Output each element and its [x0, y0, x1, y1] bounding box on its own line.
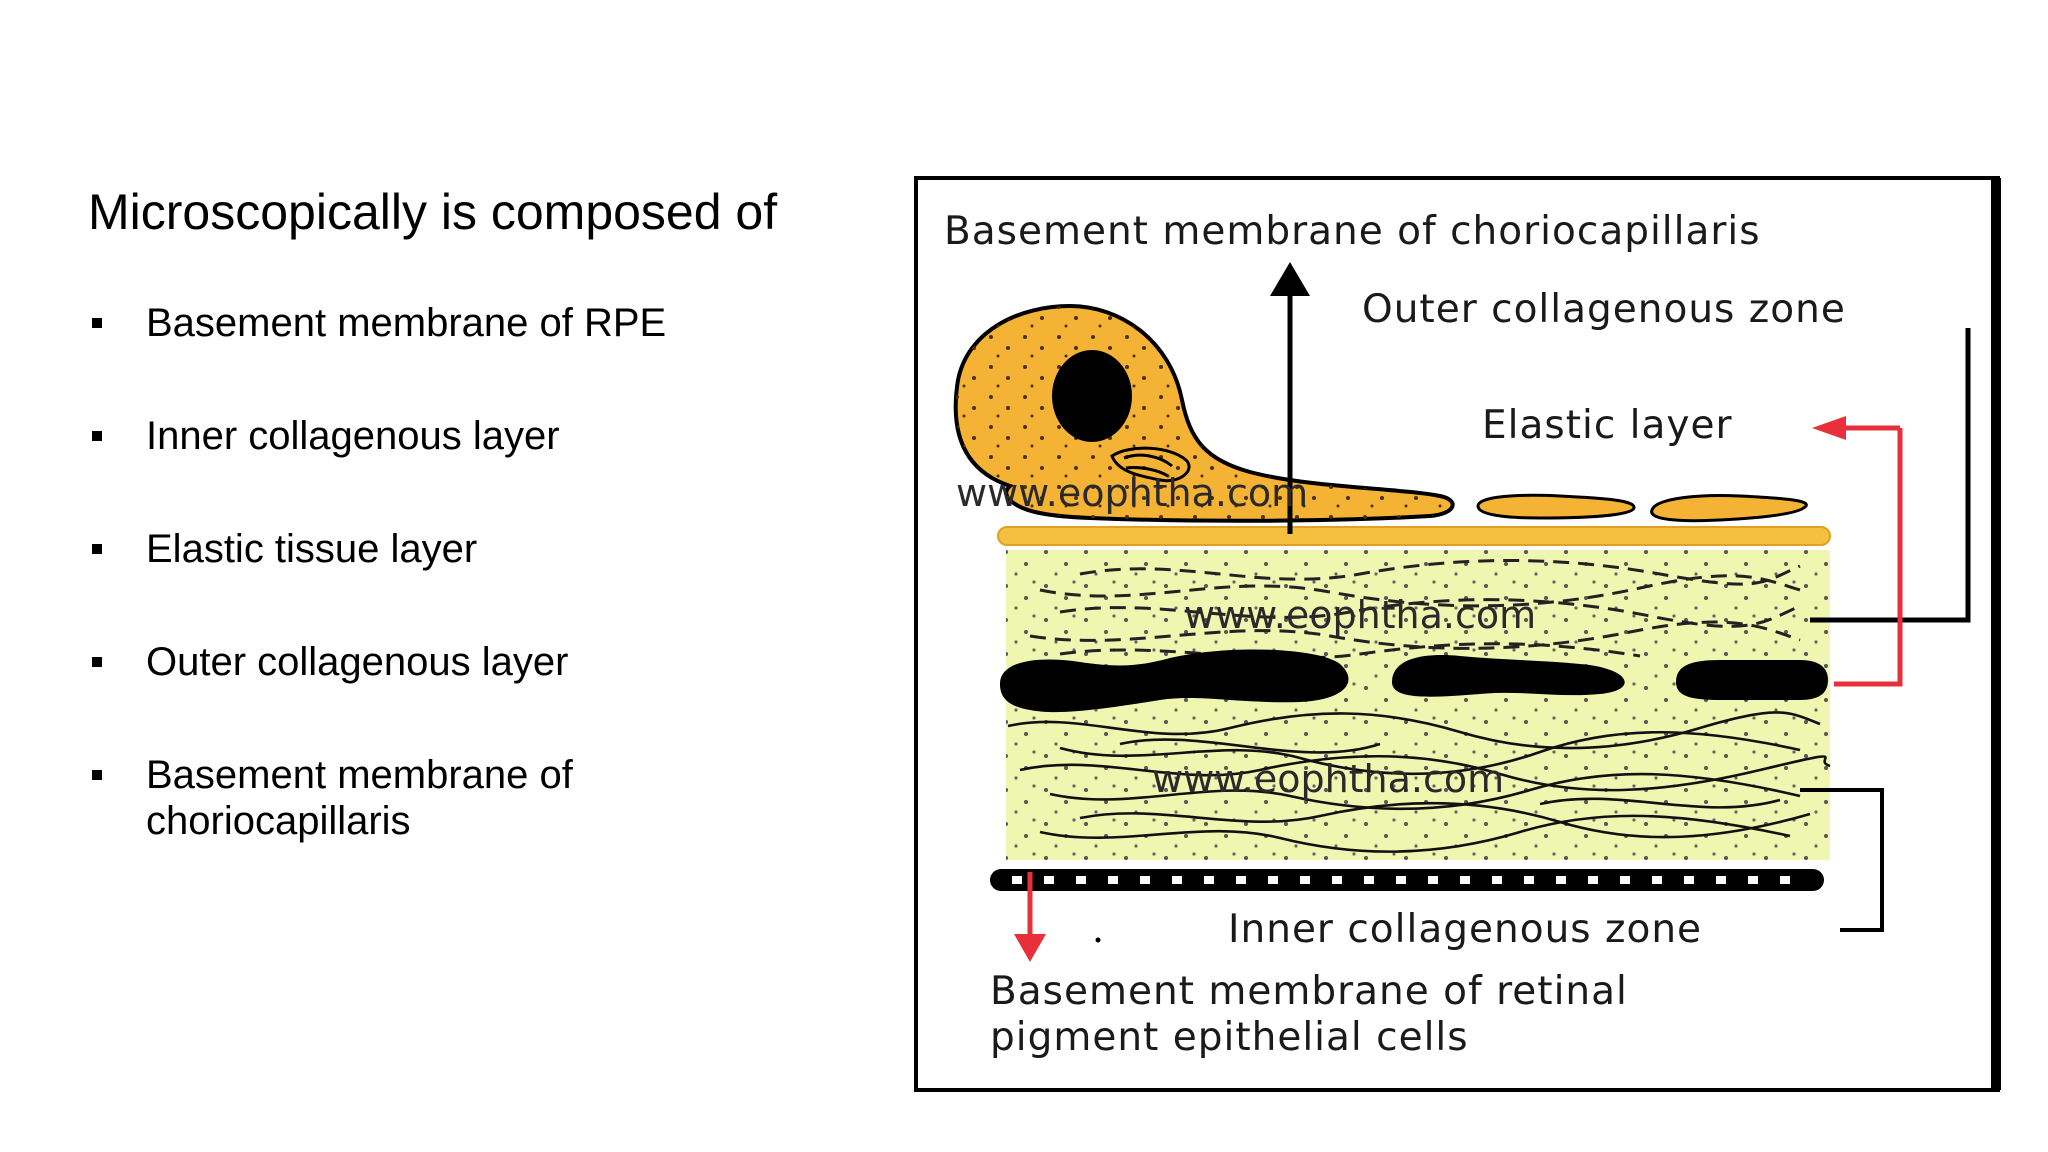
square-bullet-icon: [92, 544, 102, 554]
bullet-label: Outer collagenous layer: [146, 640, 569, 684]
label-choriocapillaris-basement: Basement membrane of choriocapillaris: [944, 209, 1761, 254]
inner-collagen-fibers: [1007, 711, 1831, 853]
choriocapillaris-basement-band: [997, 526, 1831, 546]
label-rpe-basement-line1: Basement membrane of retinal: [990, 969, 1628, 1014]
list-item: Outer collagenous layer: [88, 639, 848, 752]
square-bullet-icon: [92, 657, 102, 667]
cell-nucleus: [1052, 350, 1132, 442]
page-title: Microscopically is composed of: [88, 184, 778, 240]
bullet-list: Basement membrane of RPE Inner collageno…: [88, 300, 848, 865]
label-rpe-basement-line2: pigment epithelial cells: [990, 1015, 1469, 1060]
bullet-label: Elastic tissue layer: [146, 527, 478, 571]
cell-fragment: [1476, 493, 1636, 520]
endothelial-cell: [953, 303, 1808, 523]
cell-fragment: [1650, 494, 1808, 523]
rpe-basement-membrane: [990, 869, 1824, 891]
arrow-down-icon: [1014, 872, 1046, 962]
mitochondrion: [1110, 446, 1191, 483]
list-item: Basement membrane of choriocapillaris: [88, 752, 848, 865]
elastic-fibers: [1000, 649, 1828, 713]
label-outer-collagenous-zone: Outer collagenous zone: [1362, 287, 1846, 332]
list-item: Elastic tissue layer: [88, 526, 848, 639]
bullet-label: Basement membrane of RPE: [146, 301, 667, 345]
watermark: www.eophtha.com: [1184, 593, 1536, 637]
elastic-layer-leader: [1812, 416, 1903, 687]
square-bullet-icon: [92, 431, 102, 441]
list-item: Inner collagenous layer: [88, 413, 848, 526]
bullet-label: Basement membrane of choriocapillaris: [146, 753, 573, 843]
dot-marker: [1095, 937, 1101, 943]
label-inner-collagenous-zone: Inner collagenous zone: [1228, 907, 1702, 952]
label-elastic-layer: Elastic layer: [1482, 403, 1733, 448]
watermark: www.eophtha.com: [956, 471, 1308, 515]
square-bullet-icon: [92, 318, 102, 328]
rpe-membrane-dashes: [1012, 876, 1790, 884]
arrow-up-icon: [1270, 262, 1310, 534]
list-item: Basement membrane of RPE: [88, 300, 848, 413]
bullet-label: Inner collagenous layer: [146, 414, 560, 458]
outer-collagen-fibers: [1029, 559, 1801, 660]
watermark: www.eophtha.com: [1152, 757, 1504, 801]
outer-collagenous-leader: [1810, 328, 1971, 623]
square-bullet-icon: [92, 770, 102, 780]
inner-collagenous-leader: [1800, 788, 1884, 932]
